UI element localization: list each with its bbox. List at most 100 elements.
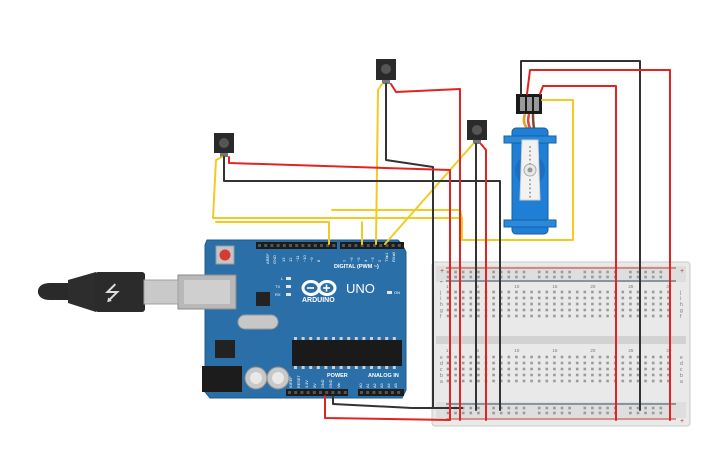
breadboard-hole[interactable] <box>606 302 609 306</box>
header-hole[interactable] <box>264 244 268 247</box>
breadboard-hole[interactable] <box>568 379 571 383</box>
breadboard-hole[interactable] <box>454 296 457 300</box>
breadboard-hole[interactable] <box>530 314 533 318</box>
breadboard-hole[interactable] <box>469 302 473 306</box>
breadboard-hole[interactable] <box>469 308 473 312</box>
rail-hole[interactable] <box>507 406 511 410</box>
breadboard-hole[interactable] <box>469 373 473 377</box>
breadboard-hole[interactable] <box>461 379 465 383</box>
usb-cable[interactable]: ⭍ <box>38 272 179 312</box>
breadboard-hole[interactable] <box>446 379 450 383</box>
rail-hole[interactable] <box>583 411 587 415</box>
header-hole[interactable] <box>288 391 291 394</box>
breadboard-hole[interactable] <box>575 367 579 371</box>
breadboard-hole[interactable] <box>461 308 465 312</box>
header-hole[interactable] <box>306 391 310 394</box>
breadboard-hole[interactable] <box>591 379 594 383</box>
header-hole[interactable] <box>397 244 401 247</box>
breadboard-hole[interactable] <box>545 302 549 306</box>
rail-hole[interactable] <box>629 406 632 410</box>
breadboard-hole[interactable] <box>454 361 457 365</box>
breadboard-hole[interactable] <box>530 361 533 365</box>
breadboard-hole[interactable] <box>629 373 632 377</box>
breadboard-hole[interactable] <box>667 308 670 312</box>
breadboard-hole[interactable] <box>454 290 457 294</box>
breadboard-hole[interactable] <box>492 302 495 306</box>
breadboard-hole[interactable] <box>537 302 541 306</box>
breadboard-hole[interactable] <box>591 308 594 312</box>
breadboard-hole[interactable] <box>636 302 640 306</box>
breadboard-hole[interactable] <box>530 302 533 306</box>
rail-hole[interactable] <box>477 275 480 279</box>
breadboard-hole[interactable] <box>545 355 549 359</box>
breadboard-hole[interactable] <box>477 290 480 294</box>
breadboard-hole[interactable] <box>659 296 663 300</box>
rail-hole[interactable] <box>598 411 602 415</box>
rail-hole[interactable] <box>446 275 450 279</box>
rail-hole[interactable] <box>591 270 594 274</box>
breadboard-hole[interactable] <box>553 379 556 383</box>
breadboard-hole[interactable] <box>583 361 587 365</box>
rail-hole[interactable] <box>492 411 495 415</box>
breadboard-hole[interactable] <box>537 367 541 371</box>
breadboard-hole[interactable] <box>621 308 625 312</box>
rail-hole[interactable] <box>553 411 556 415</box>
breadboard-hole[interactable] <box>545 308 549 312</box>
breadboard-hole[interactable] <box>469 355 473 359</box>
breadboard-hole[interactable] <box>537 308 541 312</box>
breadboard-hole[interactable] <box>461 373 465 377</box>
breadboard-hole[interactable] <box>530 379 533 383</box>
header-hole[interactable] <box>282 244 286 247</box>
breadboard-hole[interactable] <box>598 290 602 294</box>
breadboard-hole[interactable] <box>492 355 495 359</box>
breadboard-hole[interactable] <box>606 296 609 300</box>
breadboard-hole[interactable] <box>499 367 503 371</box>
rail-hole[interactable] <box>469 406 473 410</box>
breadboard-hole[interactable] <box>621 361 625 365</box>
rail-hole[interactable] <box>454 270 457 274</box>
breadboard-hole[interactable] <box>629 308 632 312</box>
breadboard-hole[interactable] <box>492 308 495 312</box>
breadboard-hole[interactable] <box>537 314 541 318</box>
breadboard-hole[interactable] <box>591 302 594 306</box>
breadboard-hole[interactable] <box>553 373 556 377</box>
breadboard-hole[interactable] <box>644 373 647 377</box>
breadboard-hole[interactable] <box>659 367 663 371</box>
breadboard-hole[interactable] <box>629 302 632 306</box>
breadboard-hole[interactable] <box>507 314 511 318</box>
header-hole[interactable] <box>391 244 395 247</box>
breadboard-hole[interactable] <box>507 373 511 377</box>
breadboard-hole[interactable] <box>446 308 450 312</box>
breadboard-hole[interactable] <box>636 308 640 312</box>
breadboard-hole[interactable] <box>636 361 640 365</box>
breadboard-hole[interactable] <box>629 367 632 371</box>
rail-hole[interactable] <box>644 406 647 410</box>
rail-hole[interactable] <box>515 406 518 410</box>
rail-hole[interactable] <box>515 275 518 279</box>
breadboard-hole[interactable] <box>492 379 495 383</box>
rail-hole[interactable] <box>659 406 663 410</box>
breadboard-hole[interactable] <box>515 373 518 377</box>
breadboard-hole[interactable] <box>515 302 518 306</box>
rail-hole[interactable] <box>446 411 450 415</box>
breadboard-hole[interactable] <box>545 314 549 318</box>
rail-hole[interactable] <box>659 275 663 279</box>
breadboard-hole[interactable] <box>446 296 450 300</box>
rail-hole[interactable] <box>636 270 640 274</box>
breadboard-hole[interactable] <box>477 367 480 371</box>
breadboard-hole[interactable] <box>636 379 640 383</box>
breadboard-hole[interactable] <box>606 355 609 359</box>
breadboard-hole[interactable] <box>575 302 579 306</box>
rail-hole[interactable] <box>553 275 556 279</box>
rail-hole[interactable] <box>659 270 663 274</box>
rail-hole[interactable] <box>469 411 473 415</box>
breadboard-hole[interactable] <box>568 314 571 318</box>
rail-hole[interactable] <box>446 270 450 274</box>
ir-sensor-2[interactable] <box>376 59 396 84</box>
breadboard-hole[interactable] <box>598 314 602 318</box>
header-hole[interactable] <box>397 391 401 394</box>
ir-sensor-1[interactable] <box>214 133 234 157</box>
breadboard-hole[interactable] <box>591 373 594 377</box>
breadboard-hole[interactable] <box>606 314 609 318</box>
